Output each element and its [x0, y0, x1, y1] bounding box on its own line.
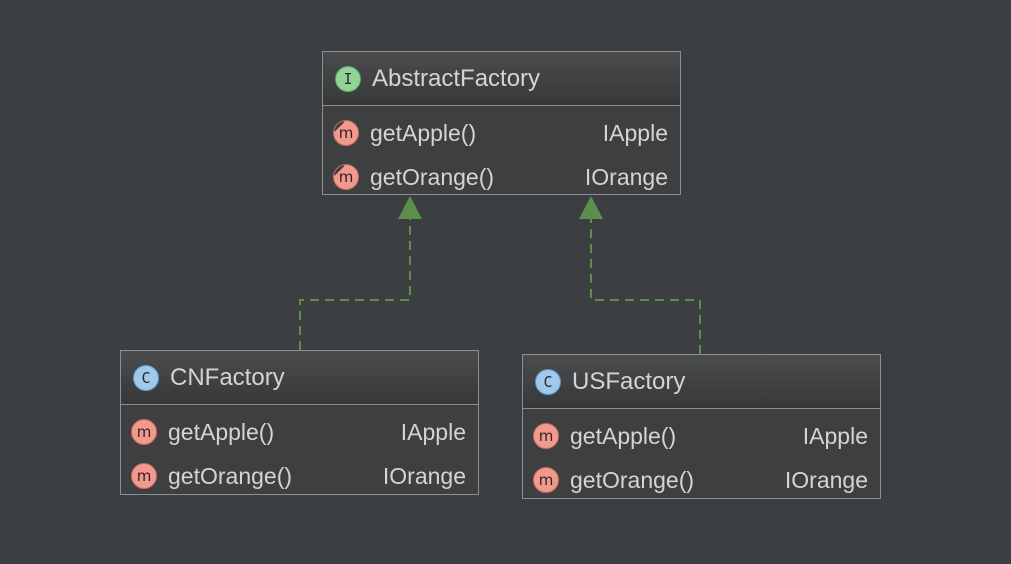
us-factory-title: USFactory	[572, 367, 686, 395]
method-return-type: IOrange	[382, 462, 466, 489]
abstract-method-icon: m	[333, 120, 359, 146]
us-factory-node[interactable]: C USFactory m getApple() IApple m getOra…	[522, 354, 881, 499]
cn-factory-title: CNFactory	[170, 363, 285, 391]
member-getapple[interactable]: m getApple() IApple	[523, 414, 880, 458]
member-getapple[interactable]: m getApple() IApple	[121, 410, 478, 454]
realization-arrowhead-left	[398, 196, 422, 219]
abstract-factory-node[interactable]: I AbstractFactory m getApple() IApple m …	[322, 51, 681, 195]
method-name: getApple()	[370, 119, 477, 146]
member-getapple[interactable]: m getApple() IApple	[323, 111, 680, 155]
method-icon: m	[533, 423, 559, 449]
realization-edge-usfactory	[590, 218, 701, 354]
method-name: getApple()	[168, 418, 275, 445]
interface-icon: I	[335, 65, 361, 92]
method-name: getOrange()	[370, 163, 495, 190]
method-name: getOrange()	[570, 466, 695, 493]
abstract-factory-members: m getApple() IApple m getOrange() IOrang…	[323, 106, 680, 199]
method-icon: m	[131, 419, 157, 445]
class-icon: C	[535, 368, 561, 395]
method-return-type: IApple	[802, 422, 868, 449]
abstract-factory-header: I AbstractFactory	[323, 52, 680, 106]
method-return-type: IApple	[602, 119, 668, 146]
cn-factory-header: C CNFactory	[121, 351, 478, 405]
member-getorange[interactable]: m getOrange() IOrange	[523, 458, 880, 502]
method-return-type: IApple	[400, 418, 466, 445]
realization-edge-cnfactory	[299, 218, 411, 350]
us-factory-members: m getApple() IApple m getOrange() IOrang…	[523, 409, 880, 502]
method-icon: m	[131, 463, 157, 489]
us-factory-header: C USFactory	[523, 355, 880, 409]
method-return-type: IOrange	[784, 466, 868, 493]
member-getorange[interactable]: m getOrange() IOrange	[323, 155, 680, 199]
cn-factory-node[interactable]: C CNFactory m getApple() IApple m getOra…	[120, 350, 479, 495]
method-icon: m	[533, 467, 559, 493]
method-name: getOrange()	[168, 462, 293, 489]
realization-arrowhead-right	[579, 196, 603, 219]
method-name: getApple()	[570, 422, 677, 449]
method-return-type: IOrange	[584, 163, 668, 190]
member-getorange[interactable]: m getOrange() IOrange	[121, 454, 478, 498]
class-icon: C	[133, 364, 159, 391]
cn-factory-members: m getApple() IApple m getOrange() IOrang…	[121, 405, 478, 498]
abstract-factory-title: AbstractFactory	[372, 64, 541, 92]
abstract-method-icon: m	[333, 164, 359, 190]
